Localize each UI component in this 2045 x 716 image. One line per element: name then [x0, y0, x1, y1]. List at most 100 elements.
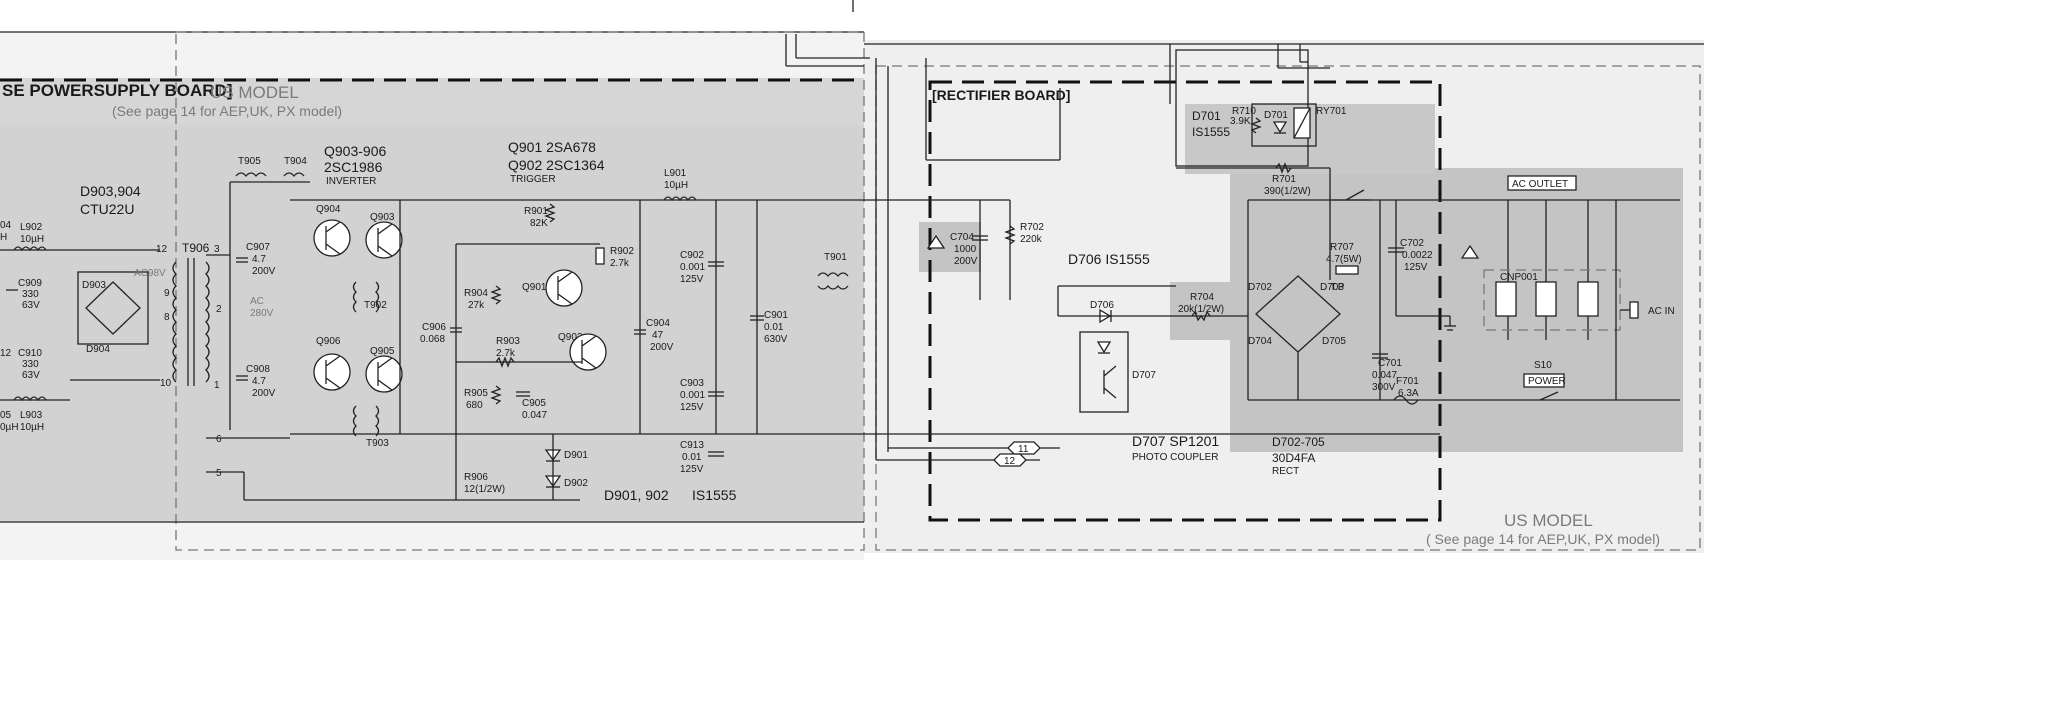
label-q902: Q902 [558, 332, 583, 343]
label-t902: T902 [364, 300, 387, 311]
label-d703: D703 [1320, 282, 1344, 293]
q904-c [325, 221, 341, 233]
relay-switch [1345, 189, 1365, 201]
d707-transistor-e [1103, 387, 1117, 399]
label-c904-v2: 200V [650, 342, 674, 353]
fuse-f701 [1393, 395, 1419, 405]
power-board-dashed-outline [175, 31, 865, 551]
q903-e [377, 245, 393, 257]
label-q901-part: Q901 2SA678 [508, 139, 596, 155]
label-c701: C701 [1378, 358, 1402, 369]
ac-in-plug [1629, 301, 1639, 319]
label-ac-outlet: AC OUTLET [1512, 179, 1568, 190]
label-r903: R903 [496, 336, 520, 347]
transformer-t906-primary [172, 261, 177, 383]
label-conn11: 11 [1018, 444, 1029, 455]
label-d903: D903 [82, 280, 106, 291]
label-c704: C704 [950, 232, 974, 243]
label-c910-v1: 330 [22, 359, 39, 370]
label-q903: Q903 [370, 212, 395, 223]
transformer-t902 [352, 281, 357, 313]
resistor-r901 [544, 203, 556, 223]
label-ac98v: AC98V [134, 268, 166, 279]
warning-icon-c704 [926, 234, 946, 249]
label-d901-902: D901, 902 [604, 487, 669, 503]
label-2sc1986: 2SC1986 [324, 159, 383, 175]
label-q902-part: Q902 2SC1364 [508, 157, 605, 173]
resistor-r903 [495, 356, 515, 368]
label-r905-val: 680 [466, 400, 483, 411]
label-cut-e: 0µH [0, 422, 19, 433]
label-c910: C910 [18, 348, 42, 359]
label-power: POWER [1528, 376, 1566, 387]
label-c701-v2: 300V [1372, 382, 1396, 393]
label-c913-v1: 0.01 [682, 452, 702, 463]
label-c901: C901 [764, 310, 788, 321]
transformer-t903-b [375, 405, 380, 437]
label-c704-v1: 1000 [954, 244, 977, 255]
q901-e [557, 293, 573, 305]
transistor-q905 [365, 355, 403, 393]
transformer-t901-b [817, 284, 849, 290]
rect-board-heavy-outline [928, 80, 1442, 522]
label-c906: C906 [422, 322, 446, 333]
rect-board-title: [RECTIFIER BOARD] [932, 87, 1070, 103]
label-d701: D701 [1264, 110, 1288, 121]
label-cnp001: CNP001 [1500, 272, 1538, 283]
bridge-d903 [85, 281, 141, 335]
label-s10: S10 [1534, 360, 1552, 371]
label-trigger: TRIGGER [510, 174, 556, 185]
label-ac-in: AC IN [1648, 306, 1675, 317]
label-c913: C913 [680, 440, 704, 451]
label-ry701: RY701 [1316, 106, 1347, 117]
label-t903: T903 [366, 438, 389, 449]
label-t904: T904 [284, 156, 307, 167]
label-c907: C907 [246, 242, 270, 253]
label-r904: R904 [464, 288, 488, 299]
label-d701-is-b: IS1555 [1192, 125, 1230, 139]
label-d702: D702 [1248, 282, 1272, 293]
cnp001-dashed-box [1483, 269, 1621, 331]
label-c903-v2: 125V [680, 402, 704, 413]
label-d901: D901 [564, 450, 588, 461]
label-conn12: 12 [1004, 456, 1016, 467]
label-r903-val: 2.7k [496, 348, 516, 359]
label-c704-v2: 200V [954, 256, 978, 267]
resistor-r702 [1004, 225, 1016, 245]
label-l903-val: 10µH [20, 422, 44, 433]
label-c905: C905 [522, 398, 546, 409]
label-pin5: 5 [216, 468, 222, 479]
label-r702: R702 [1020, 222, 1044, 233]
label-pin1: 1 [214, 380, 220, 391]
label-c902-v1: 0.001 [680, 262, 705, 273]
label-c901-v2: 630V [764, 334, 788, 345]
resistor-r707 [1335, 265, 1359, 275]
outlet-socket-1 [1495, 281, 1517, 317]
label-c902: C902 [680, 250, 704, 261]
label-q906: Q906 [316, 336, 341, 347]
q906-c [325, 355, 341, 367]
q904-e [325, 243, 341, 255]
power-board-title: SE POWERSUPPLY BOARD] [2, 81, 233, 100]
label-f701: F701 [1396, 376, 1419, 387]
label-r710-val: 3.9K [1230, 116, 1251, 127]
label-pin2: 2 [216, 304, 222, 315]
label-ac280v-2: 280V [250, 308, 274, 319]
label-c907-v2: 200V [252, 266, 276, 277]
label-ac280v-1: AC [250, 296, 264, 307]
label-c904: C904 [646, 318, 670, 329]
label-d701-is-a: D701 [1192, 109, 1221, 123]
power-switch-s10 [1539, 391, 1559, 401]
label-c909: C909 [18, 278, 42, 289]
d707-led [1096, 341, 1112, 354]
connector-12 [993, 453, 1027, 467]
label-r704: R704 [1190, 292, 1214, 303]
label-t901: T901 [824, 252, 847, 263]
label-inverter: INVERTER [326, 176, 376, 187]
label-c702: C702 [1400, 238, 1424, 249]
label-c913-v2: 125V [680, 464, 704, 475]
label-cut-a: 04 [0, 220, 12, 231]
transistor-q903 [365, 221, 403, 259]
label-t905: T905 [238, 156, 261, 167]
outlet-socket-3 [1577, 281, 1599, 317]
